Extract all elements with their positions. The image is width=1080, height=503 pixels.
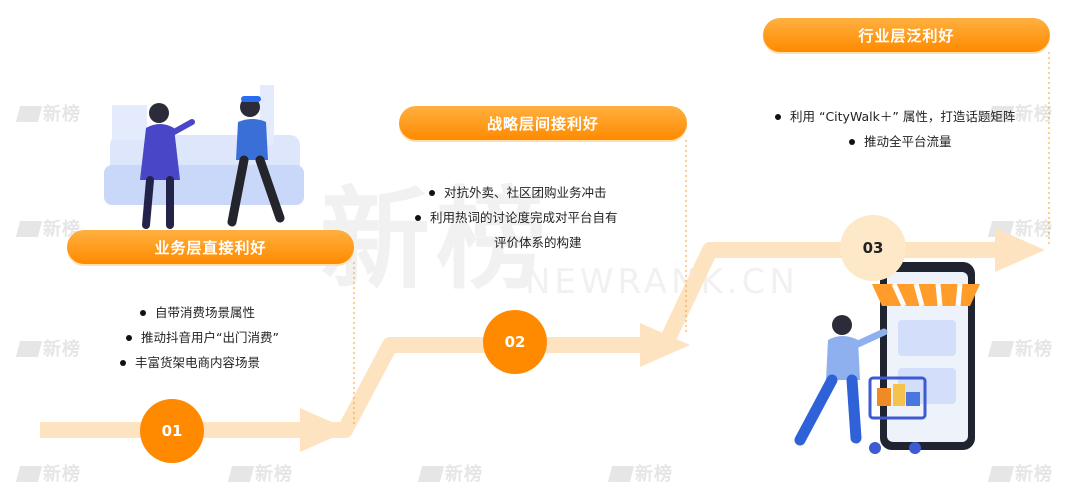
corner-watermark: 新榜: [15, 100, 81, 126]
corner-watermark: 新榜: [227, 460, 293, 486]
stage-1-bullets: 自带消费场景属性 推动抖音用户“出门消费” 丰富货架电商内容场景: [120, 300, 279, 375]
bullet-icon: [415, 214, 421, 221]
bullet-icon: [429, 189, 435, 196]
list-item: 丰富货架电商内容场景: [120, 350, 279, 375]
arrow-head-2: [640, 323, 690, 367]
list-item: 推动抖音用户“出门消费”: [126, 325, 279, 350]
two-people-sofa-illustration: [104, 85, 304, 229]
center-watermark-text: NEWRANK.CN: [525, 262, 799, 302]
stage-1-number-badge: 01: [140, 399, 204, 463]
stage-3-title: 行业层泛利好: [763, 18, 1050, 52]
bullet-icon: [140, 309, 146, 316]
bullet-icon: [849, 138, 855, 145]
arrow-head-3: [995, 228, 1045, 272]
corner-watermark: 新榜: [15, 335, 81, 361]
bullet-icon: [775, 113, 781, 120]
corner-watermark: 新榜: [607, 460, 673, 486]
corner-watermark: 新榜: [987, 335, 1053, 361]
shopping-cart-phone-illustration: [794, 262, 980, 454]
list-item: 利用 “CityWalk＋” 属性，打造话题矩阵: [775, 104, 1015, 129]
center-watermark-logo: 新榜: [320, 176, 552, 304]
stage-3-number-badge: 03: [840, 215, 906, 281]
list-item: 对抗外卖、社区团购业务冲击: [429, 180, 618, 205]
arrow-head-1: [300, 408, 350, 452]
list-item: 评价体系的构建: [494, 235, 582, 250]
corner-watermark: 新榜: [417, 460, 483, 486]
stage-3-bullets: 利用 “CityWalk＋” 属性，打造话题矩阵 推动全平台流量: [775, 104, 1015, 154]
list-item: 自带消费场景属性: [140, 300, 279, 325]
corner-watermark: 新榜: [987, 100, 1053, 126]
list-item: 推动全平台流量: [849, 129, 1015, 154]
stage-2-title: 战略层间接利好: [399, 106, 687, 140]
corner-watermark: 新榜: [987, 215, 1053, 241]
corner-watermark: 新榜: [15, 460, 81, 486]
corner-watermark: 新榜: [987, 460, 1053, 486]
stage-1-title: 业务层直接利好: [67, 230, 354, 264]
bullet-icon: [126, 334, 132, 341]
list-item: 利用热词的讨论度完成对平台自有: [415, 205, 618, 230]
bullet-icon: [120, 359, 126, 366]
stage-2-number-badge: 02: [483, 310, 547, 374]
stage-2-bullets: 对抗外卖、社区团购业务冲击 利用热词的讨论度完成对平台自有 评价体系的构建: [415, 180, 618, 255]
